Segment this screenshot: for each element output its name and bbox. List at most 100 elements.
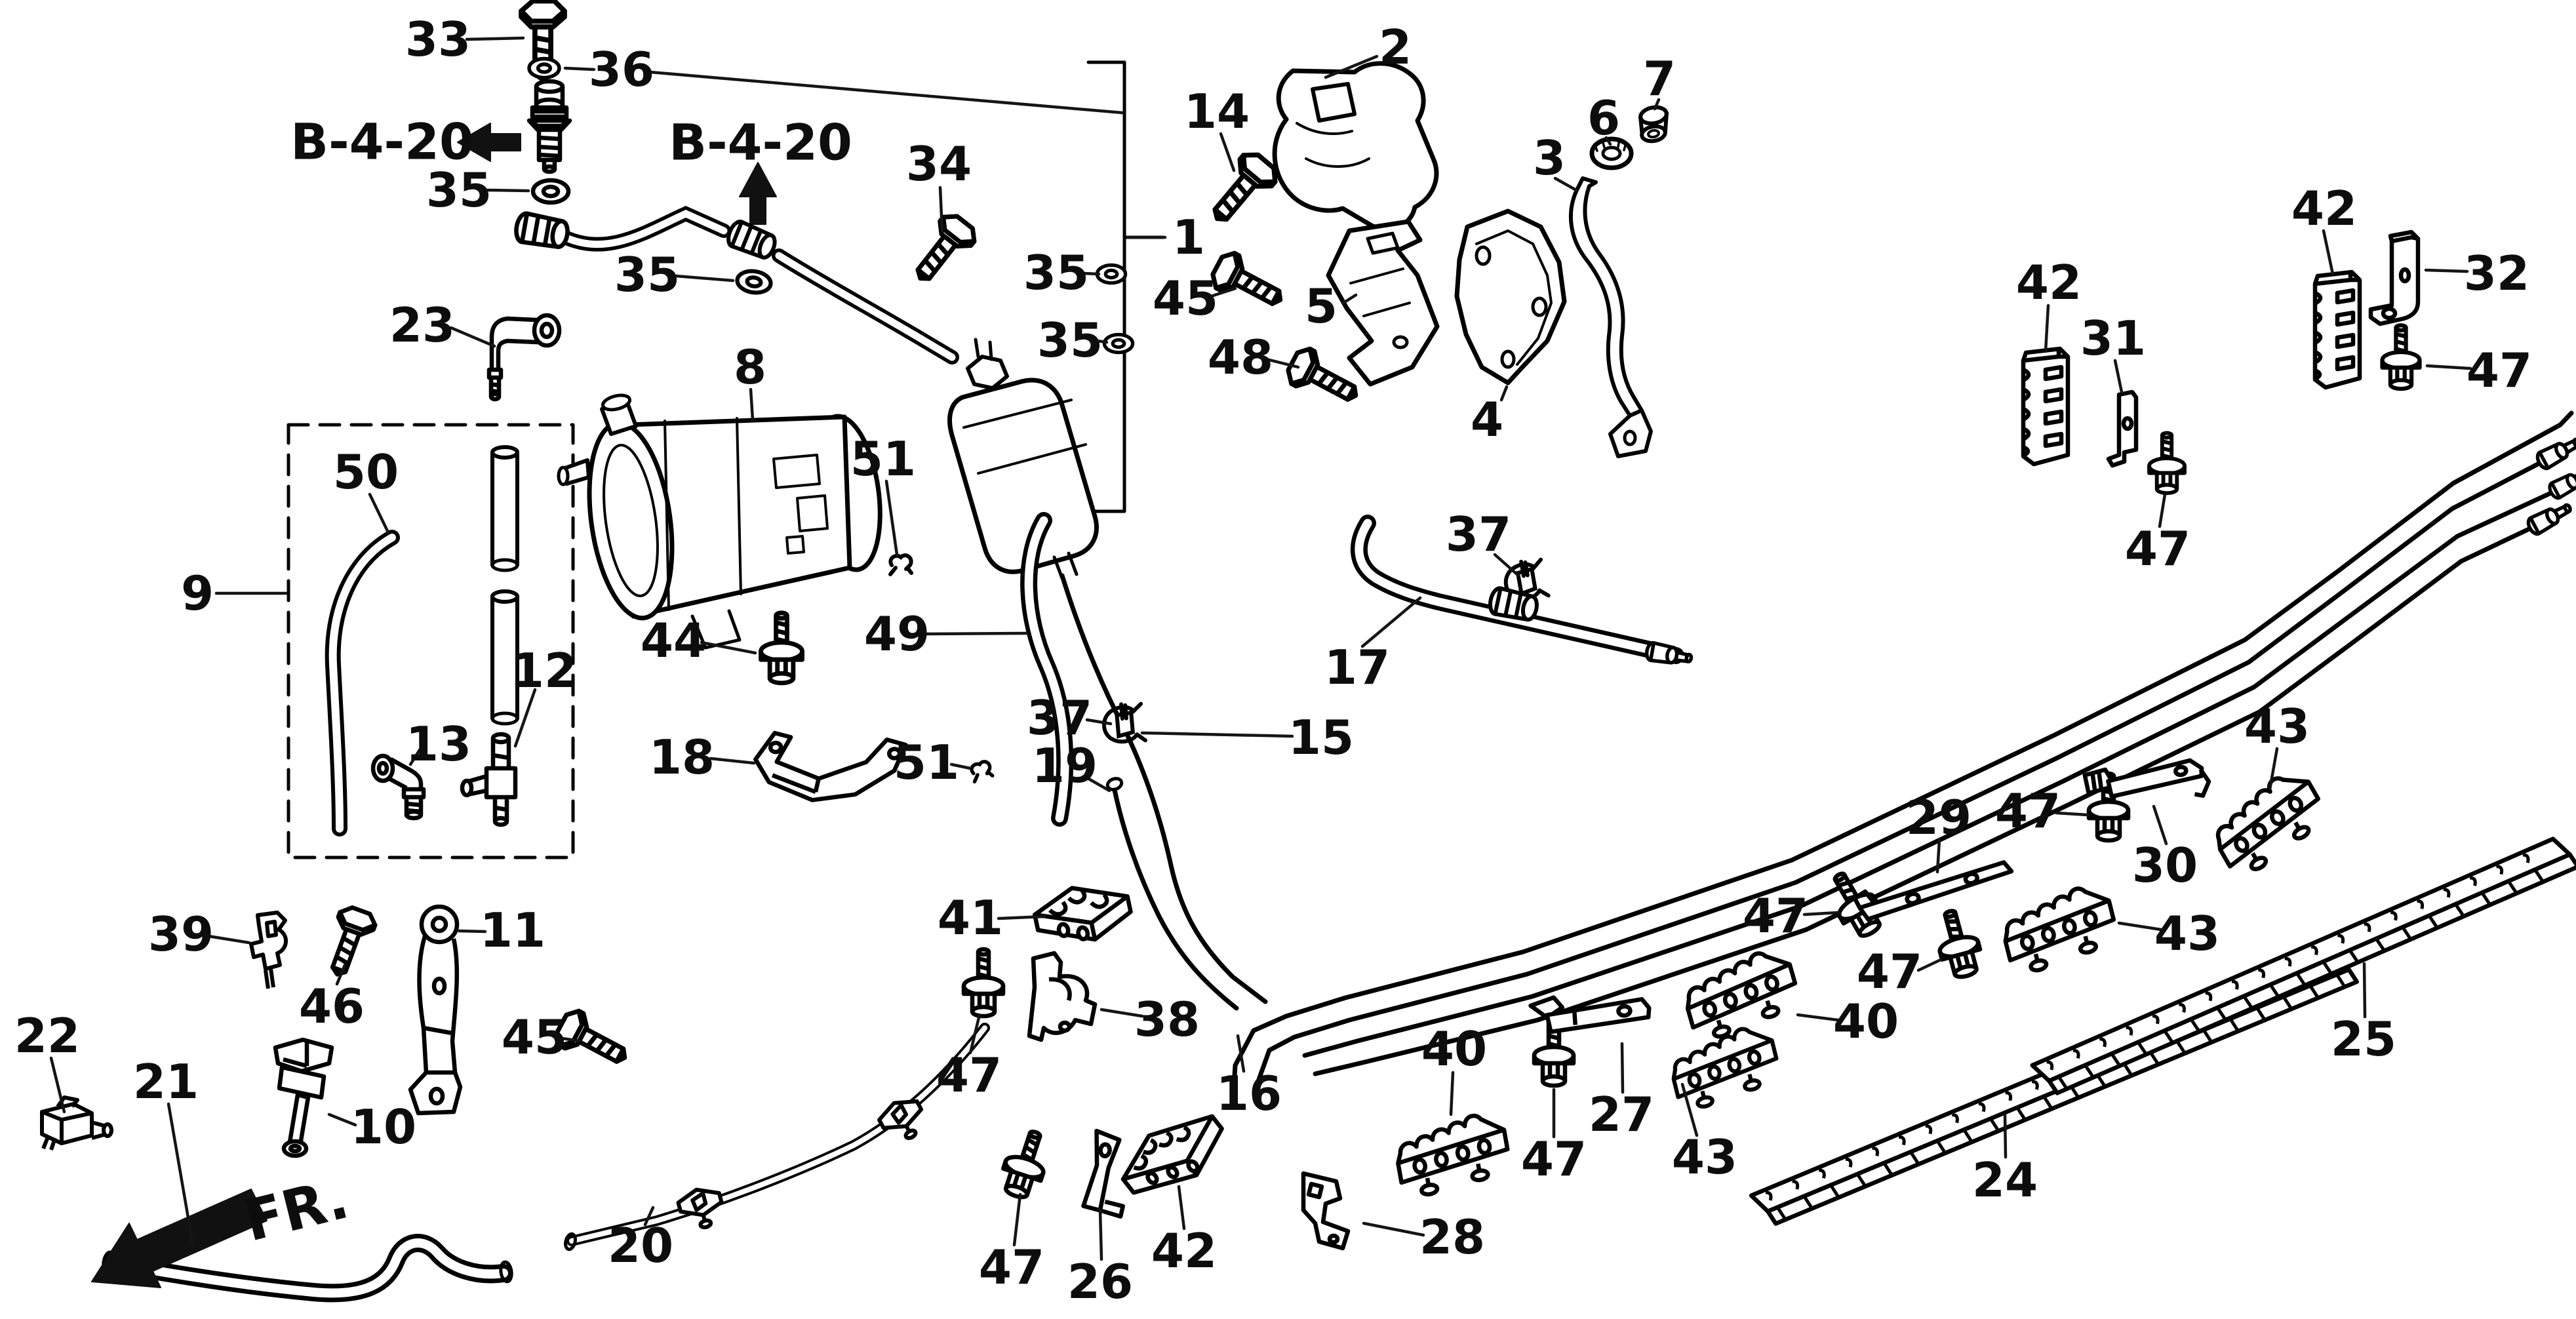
callout-23: 23: [389, 298, 455, 353]
leader-4: [1499, 385, 1509, 402]
callout-39: 39: [148, 907, 214, 962]
diagram-stroke: [1593, 138, 1627, 152]
leader-48: [1265, 357, 1300, 369]
diagram-stroke: [966, 355, 1009, 390]
part-clip51: [970, 760, 993, 782]
callout-50: 50: [333, 444, 399, 500]
callout-44: 44: [641, 613, 706, 668]
callout-29: 29: [1906, 790, 1972, 845]
part-Lbracket32: [2371, 232, 2418, 324]
callout-25: 25: [2331, 1012, 2396, 1067]
callout-37: 37: [1446, 507, 1511, 562]
part-pipeend: [1646, 642, 1693, 667]
diagram-stroke: [1296, 122, 1370, 168]
leader-20: [643, 1206, 655, 1227]
callout-43: 43: [2154, 906, 2220, 961]
leader-47: [1012, 1192, 1022, 1247]
diagram-stroke: [1500, 349, 1516, 369]
pipe-19: [1112, 787, 1239, 1011]
callout-43: 43: [2244, 699, 2310, 754]
part-bracket38: [1029, 953, 1095, 1040]
part-stud: [2149, 433, 2185, 493]
callout-2: 2: [1379, 20, 1412, 75]
callout-37: 37: [1027, 690, 1092, 745]
leader-34: [938, 186, 944, 233]
part-stud: [2383, 325, 2420, 389]
leader-2: [1324, 54, 1379, 79]
hose-injector-2-inner: [775, 252, 956, 361]
leader-47: [2425, 364, 2472, 370]
part-conn22: [42, 1097, 111, 1150]
leader-42: [1177, 1185, 1186, 1230]
leader-43: [1680, 1082, 1699, 1137]
leader-43: [2117, 921, 2163, 932]
diagram-stroke: [490, 558, 519, 572]
part-injector: [529, 81, 570, 172]
callout-35: 35: [614, 247, 680, 302]
leader-10: [327, 1112, 357, 1127]
callout-12: 12: [511, 643, 577, 698]
fuel-pipe-c: [1302, 486, 2564, 1058]
leader-47: [1802, 911, 1840, 916]
callout-30: 30: [2132, 838, 2198, 893]
part-bolt: [320, 904, 378, 981]
diagram-stroke: [1623, 429, 1637, 446]
leader-29: [1935, 838, 1941, 874]
hose-injector-inner: [561, 209, 728, 248]
leader-36: [563, 66, 596, 71]
part-grommet: [736, 269, 772, 294]
leader-33: [465, 36, 525, 41]
pipe-15: [1060, 573, 1268, 1004]
leader-37: [1085, 718, 1113, 726]
leader-39: [207, 934, 251, 945]
leader-36: [648, 70, 1124, 115]
callout-8: 8: [734, 340, 766, 395]
leader-47: [1916, 958, 1943, 972]
leader-24: [2003, 1112, 2008, 1159]
callout-35: 35: [426, 163, 492, 218]
callout-43: 43: [1672, 1130, 1737, 1185]
part-clampsmall: [676, 1184, 726, 1232]
diagram-stroke: [490, 445, 519, 460]
fuel-filter: [947, 378, 1099, 574]
diagram-stroke: [1647, 128, 1660, 139]
leader-38: [1100, 1008, 1144, 1018]
part-clip3: [1031, 877, 1134, 951]
ref-b-4-20-mid: B-4-20: [669, 113, 852, 172]
callout-36: 36: [589, 42, 654, 97]
leader-7: [1653, 98, 1661, 111]
diagram-stroke: [1311, 82, 1357, 123]
leader-42: [2044, 304, 2050, 353]
part-bracket18: [754, 724, 909, 804]
callout-42: 42: [2291, 181, 2357, 236]
part-block4tall: [2023, 349, 2068, 464]
callout-1: 1: [1172, 210, 1205, 265]
part-clamp5: [1997, 882, 2121, 976]
callout-21: 21: [133, 1054, 199, 1109]
callout-7: 7: [1643, 51, 1676, 106]
diagram-stroke: [1601, 146, 1622, 161]
leader-47: [2158, 492, 2167, 528]
callout-14: 14: [1184, 84, 1250, 139]
callout-42: 42: [1151, 1223, 1217, 1278]
hose-21-inner: [107, 1238, 508, 1298]
callout-22: 22: [14, 1008, 80, 1063]
leader-45: [1211, 286, 1237, 298]
diagram-stroke: [664, 417, 742, 611]
callout-4: 4: [1471, 392, 1503, 447]
part-union: [514, 212, 570, 250]
leader-14: [1219, 132, 1236, 172]
callout-32: 32: [2464, 246, 2529, 301]
callout-47: 47: [979, 1240, 1044, 1295]
callout-46: 46: [299, 979, 365, 1034]
callout-35: 35: [1023, 245, 1089, 300]
leader-25: [2362, 962, 2367, 1019]
callout-13: 13: [406, 717, 471, 772]
leader-47: [2054, 811, 2090, 817]
leader-17: [1360, 596, 1422, 648]
leader-6: [1604, 136, 1612, 146]
diagram-stroke: [564, 1232, 577, 1251]
callout-47: 47: [1995, 783, 2061, 838]
callout-45: 45: [502, 1010, 567, 1065]
